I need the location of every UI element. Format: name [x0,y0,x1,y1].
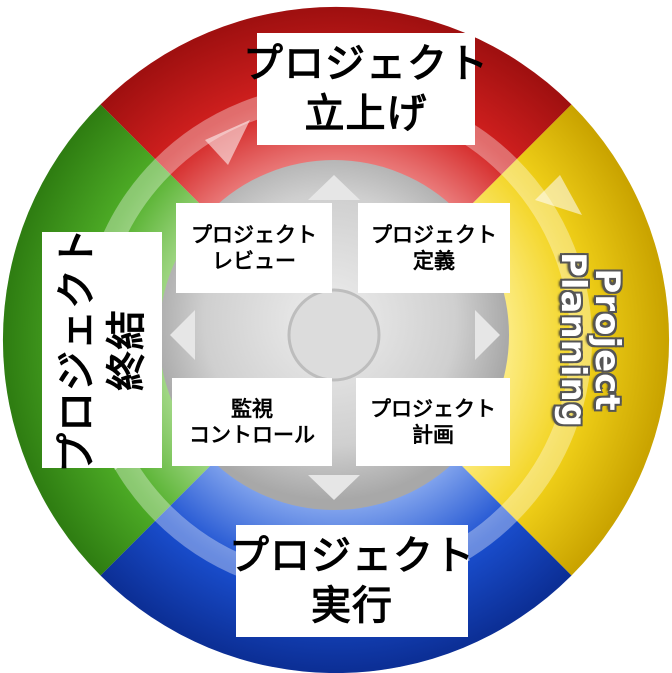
label-left-line1: プロジェクト [54,227,100,473]
label-right-line2: Planning [553,251,593,429]
label-project-plan: プロジェクト 計画 [356,378,510,466]
label-tr-line2: 定義 [413,249,455,273]
label-top-line2: 立上げ [304,91,428,137]
label-br-line1: プロジェクト [370,396,496,421]
label-bottom-line2: 実行 [311,583,393,629]
label-tl-line2: レビュー [212,249,296,273]
arrow-head-top [205,120,250,165]
label-monitoring-control: 監視 コントロール [172,378,332,466]
label-project-review: プロジェクト レビュー [176,203,332,293]
center-arrow-up [308,175,360,200]
label-bl-line2: コントロール [189,423,315,447]
label-left-line2: 終結 [104,309,150,391]
label-top-line1: プロジェクト [243,41,489,87]
center-arrow-down [308,475,360,500]
center-arrow-left [170,310,195,360]
label-project-execution: プロジェクト 実行 [229,525,474,637]
label-project-initiation: プロジェクト 立上げ [243,33,488,145]
center-arrow-right [475,310,500,360]
label-tr-line1: プロジェクト [371,222,497,247]
label-bl-line1: 監視 [231,396,273,421]
label-project-closure: プロジェクト 終結 [42,227,162,473]
label-tl-line1: プロジェクト [191,222,317,247]
label-br-line2: 計画 [412,423,454,447]
label-right-line1: Project [587,268,627,412]
label-project-planning: Project Planning [510,220,670,460]
label-project-definition: プロジェクト 定義 [358,203,510,293]
center-hub [287,288,381,382]
arrow-head-right [535,175,582,215]
label-bottom-line1: プロジェクト [229,533,475,579]
